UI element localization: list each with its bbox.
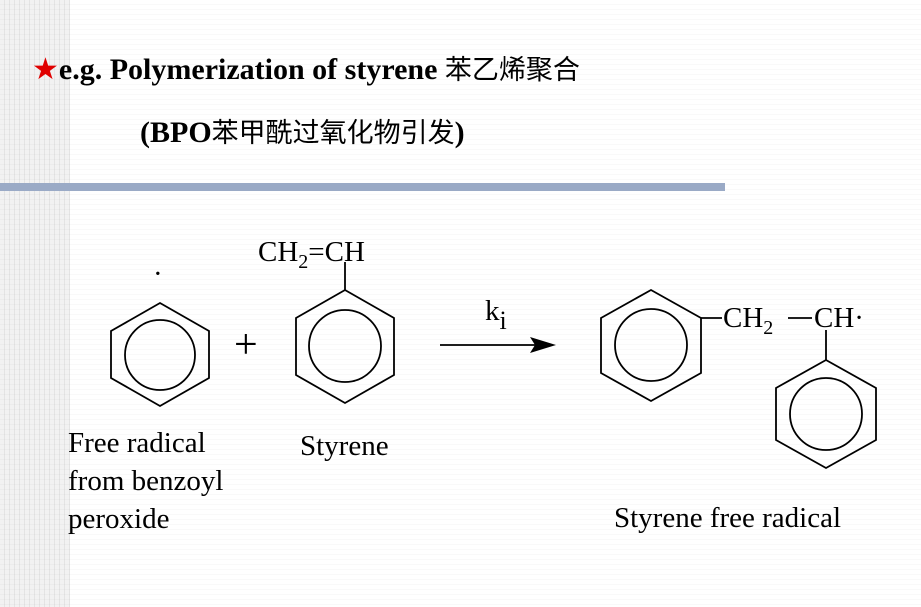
product-ch-label: CH·	[814, 302, 864, 334]
product-benzene-ring-1	[600, 288, 722, 403]
title-divider	[0, 183, 725, 191]
radical-label-line3: peroxide	[68, 503, 169, 535]
product-benzene-ring-2	[775, 330, 877, 470]
radical-label-line2: from benzoyl	[68, 465, 223, 497]
background-stripes	[0, 0, 70, 607]
slide-subtitle: (BPO苯甲酰过氧化物引发)	[140, 118, 465, 148]
styrene-label: Styrene	[300, 430, 389, 462]
rate-constant: ki	[485, 295, 507, 335]
title-cjk: 苯乙烯聚合	[444, 55, 580, 86]
subtitle-close: )	[454, 116, 465, 149]
product-label: Styrene free radical	[614, 502, 841, 534]
plus-sign: +	[234, 322, 258, 368]
arrow-head	[530, 337, 556, 353]
subtitle-cjk: 苯甲酰过氧化物引发	[211, 118, 455, 149]
star-icon: ★	[32, 52, 59, 87]
radical-dot: ·	[153, 258, 163, 290]
slide-title: ★e.g. Polymerization of styrene 苯乙烯聚合	[32, 55, 580, 85]
title-text: e.g. Polymerization of styrene	[58, 53, 445, 86]
radical-benzene-ring	[110, 301, 210, 408]
radical-label-line1: Free radical	[68, 427, 206, 459]
styrene-benzene-ring	[295, 262, 395, 405]
product-ch2-label: CH2	[723, 302, 773, 339]
vinyl-group-label: CH2=CH	[258, 236, 365, 273]
subtitle-open: (BPO	[140, 116, 212, 149]
